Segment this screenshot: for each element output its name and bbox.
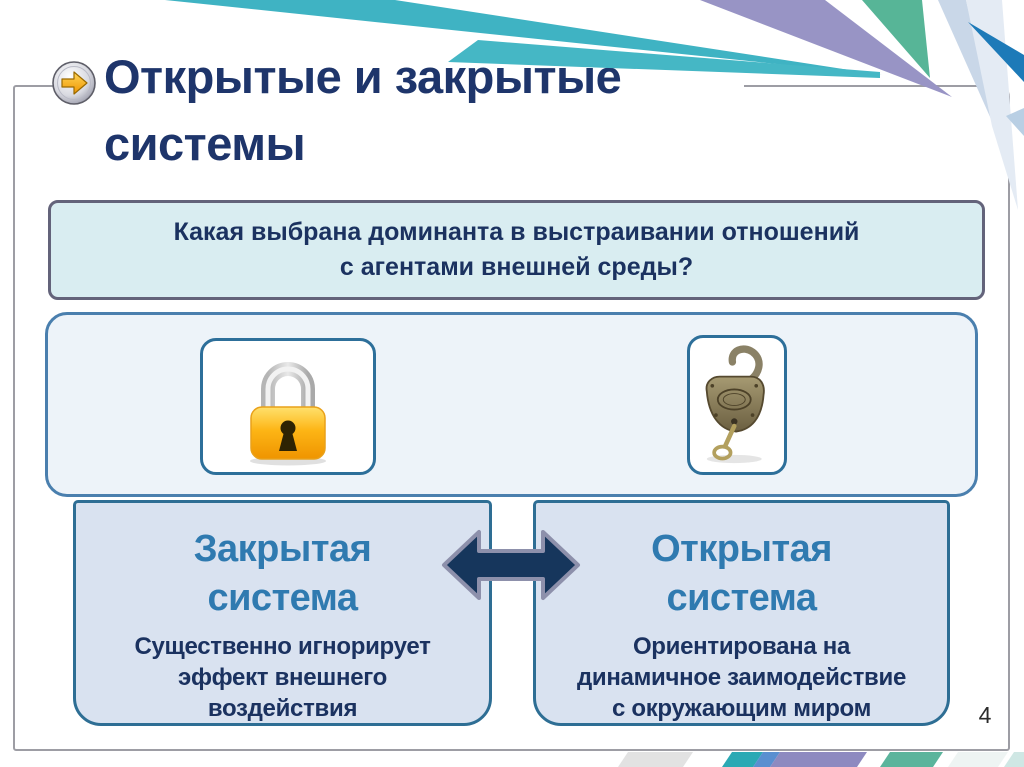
open-system-box: Открытая система Ориентирована на динами… (533, 500, 950, 726)
dark-blue-stripe (968, 22, 1024, 82)
open-padlock-icon (705, 345, 765, 464)
locks-panel (45, 312, 978, 497)
slide-title: Открытые и закрытые системы (104, 50, 622, 170)
bottom-blue-shape (753, 752, 780, 767)
open-system-description: Ориентирована на динамичное заимодействи… (576, 633, 907, 722)
closed-system-heading: Закрытая система (193, 528, 372, 619)
bottom-gray-shape (618, 752, 693, 767)
bottom-green-shape (880, 752, 943, 767)
page-number: 4 (978, 702, 992, 728)
bottom-pale-shape (948, 752, 1008, 767)
closed-lock-card (200, 338, 376, 475)
question-text: Какая выбрана доминанта в выстраивании о… (173, 218, 860, 281)
bottom-corner-shape (1004, 752, 1024, 767)
open-system-heading: Открытая система (651, 528, 832, 619)
closed-system-description: Существенно игнорирует эффект внешнего в… (134, 633, 431, 722)
open-lock-card (687, 335, 787, 475)
green-stripe (862, 0, 930, 78)
closed-padlock-icon (250, 361, 326, 465)
bottom-purple-shape (770, 752, 867, 767)
bottom-teal-shape (722, 752, 763, 767)
question-banner: Какая выбрана доминанта в выстраивании о… (48, 200, 985, 300)
title-background (94, 77, 744, 95)
arrow-button-icon (51, 60, 97, 106)
double-headed-arrow-icon (440, 524, 582, 606)
closed-system-box: Закрытая система Существенно игнорирует … (73, 500, 492, 726)
